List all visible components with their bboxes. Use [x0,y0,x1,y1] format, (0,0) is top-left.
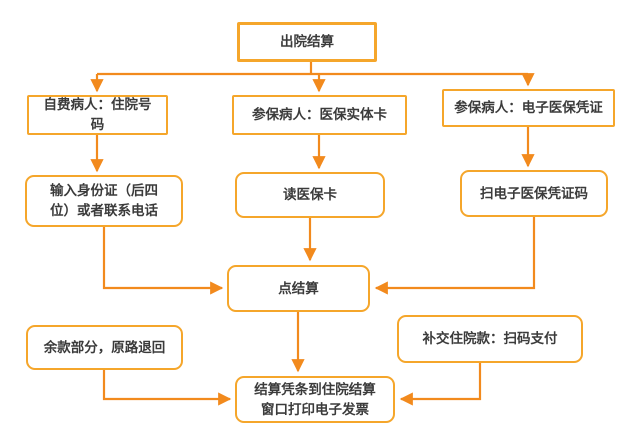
edge-enterid-settle [102,227,224,295]
node-scan-pay-balance: 补交住院款：扫码支付 [397,315,583,363]
edge-pay-print [399,363,482,406]
node-read-insurance-card: 读医保卡 [235,172,385,218]
edge-refund-print [102,370,232,406]
node-selfpay-patient: 自费病人：住院号码 [27,95,168,135]
node-discharge-settlement: 出院结算 [237,22,377,62]
node-refund-balance: 余款部分，原路退回 [26,325,183,370]
node-print-einvoice: 结算凭条到住院结算窗口打印电子发票 [235,376,395,423]
node-insured-ecert: 参保病人：电子医保凭证 [442,89,615,127]
edge-scancert-settle [374,217,536,295]
node-insured-physical-card: 参保病人：医保实体卡 [232,95,407,135]
node-click-settle: 点结算 [227,265,370,312]
node-enter-id: 输入身份证（后四位）或者联系电话 [25,175,183,227]
node-scan-ecert-code: 扫电子医保凭证码 [460,170,608,217]
